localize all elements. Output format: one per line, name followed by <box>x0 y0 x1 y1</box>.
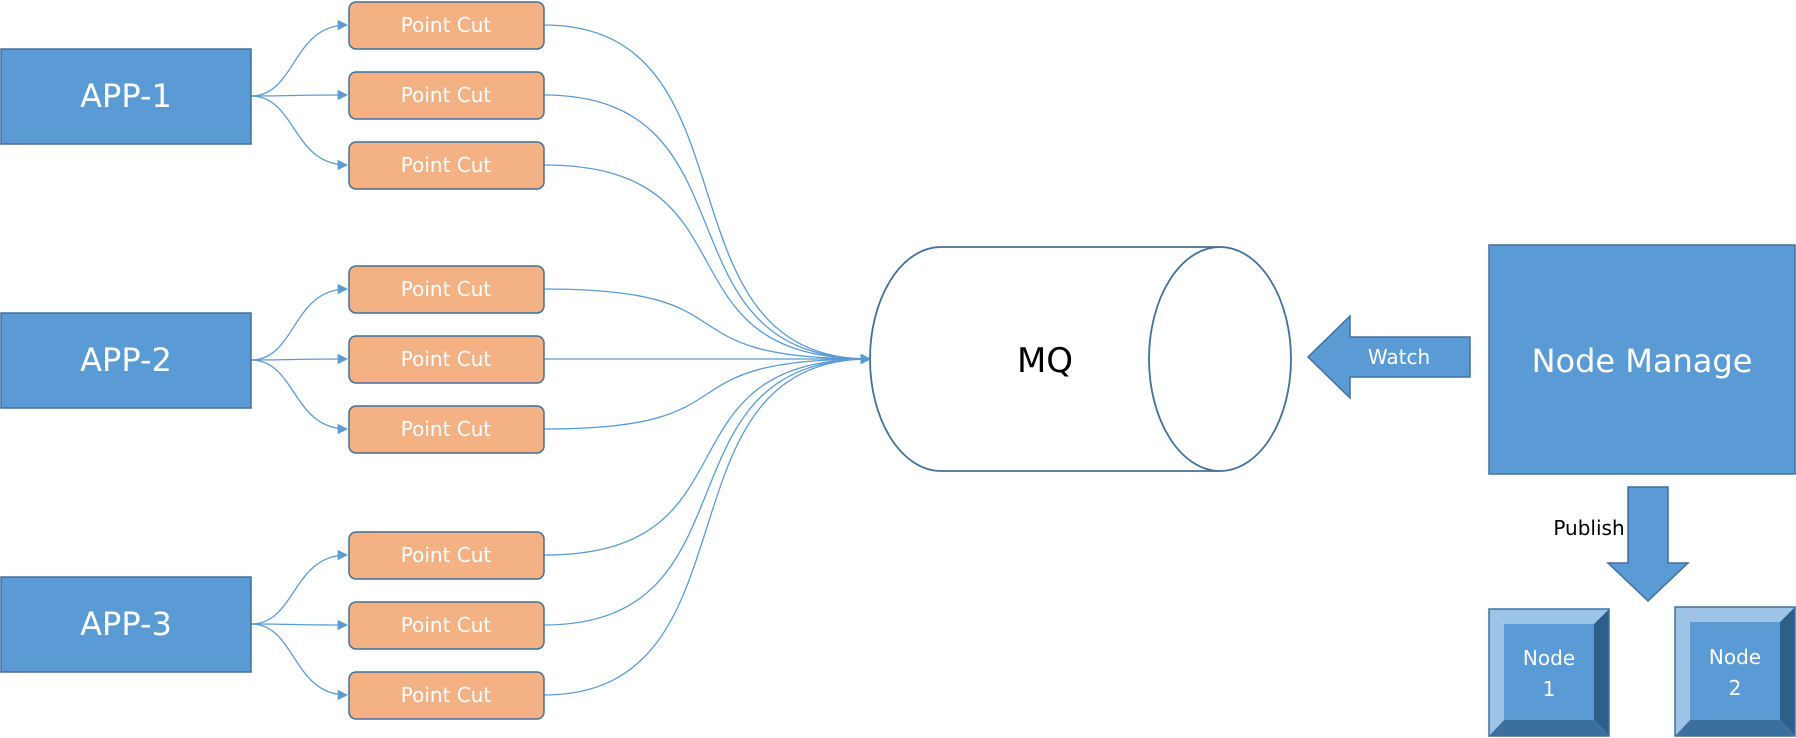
app-to-pointcut-connector <box>250 19 349 97</box>
node-label-line2: 2 <box>1729 676 1742 700</box>
app-to-pointcut-connector <box>250 89 349 101</box>
point-cut-label: Point Cut <box>401 277 492 301</box>
node-label-line1: Node <box>1709 645 1761 669</box>
point-cut-label: Point Cut <box>401 347 492 371</box>
pointcut-to-mq-connectors <box>543 24 872 696</box>
mq-cylinder: MQ <box>869 246 1292 472</box>
publish-arrow: Publish <box>1553 486 1690 603</box>
point-cut-label: Point Cut <box>401 613 492 637</box>
app-to-pointcut-connector <box>250 359 349 435</box>
pointcut-to-mq-connector <box>543 24 872 365</box>
pointcut-to-mq-connector <box>543 94 872 365</box>
point-cut-box: Point Cut <box>348 671 545 720</box>
app-box-1: APP-1 <box>0 48 252 145</box>
app-to-pointcut-connector <box>250 95 349 171</box>
app-to-pointcut-connector <box>250 353 349 365</box>
point-cut-box: Point Cut <box>348 71 545 120</box>
app-label: APP-2 <box>80 341 172 379</box>
app-to-pointcut-connectors <box>250 19 349 701</box>
point-cut-box: Point Cut <box>348 141 545 190</box>
app-to-pointcut-connector <box>250 623 349 701</box>
point-cut-box: Point Cut <box>348 1 545 50</box>
pointcut-to-mq-connector <box>543 288 872 365</box>
node-label-line1: Node <box>1523 646 1575 670</box>
pointcut-to-mq-connector <box>543 164 872 365</box>
app-to-pointcut-connector <box>250 549 349 625</box>
pointcut-to-mq-connector <box>543 353 872 430</box>
node-manage-box: Node Manage <box>1488 244 1796 475</box>
point-cut-label: Point Cut <box>401 683 492 707</box>
watch-arrow: Watch <box>1306 314 1471 400</box>
app-to-pointcut-connector <box>250 619 349 631</box>
app-to-pointcut-connector <box>250 283 349 361</box>
pointcut-to-mq-connector <box>543 353 872 696</box>
point-cut-box: Point Cut <box>348 265 545 314</box>
publish-label: Publish <box>1553 516 1624 540</box>
app-label: APP-1 <box>80 77 172 115</box>
point-cut-box: Point Cut <box>348 405 545 454</box>
node-1-box: Node 1 <box>1488 608 1610 737</box>
point-cut-box: Point Cut <box>348 531 545 580</box>
point-cut-label: Point Cut <box>401 153 492 177</box>
node-label-line2: 1 <box>1543 677 1556 701</box>
point-cut-box: Point Cut <box>348 335 545 384</box>
app-box-2: APP-2 <box>0 312 252 409</box>
watch-label: Watch <box>1368 345 1430 369</box>
point-cut-label: Point Cut <box>401 417 492 441</box>
app-label: APP-3 <box>80 605 172 643</box>
node-2-box: Node 2 <box>1674 606 1796 737</box>
mq-label: MQ <box>1017 341 1073 381</box>
point-cut-box: Point Cut <box>348 601 545 650</box>
app-box-3: APP-3 <box>0 576 252 673</box>
pointcut-to-mq-connector <box>543 353 872 626</box>
point-cut-label: Point Cut <box>401 543 492 567</box>
point-cut-label: Point Cut <box>401 13 492 37</box>
node-manage-label: Node Manage <box>1532 342 1753 380</box>
point-cut-label: Point Cut <box>401 83 492 107</box>
pointcut-to-mq-connector <box>543 353 872 556</box>
